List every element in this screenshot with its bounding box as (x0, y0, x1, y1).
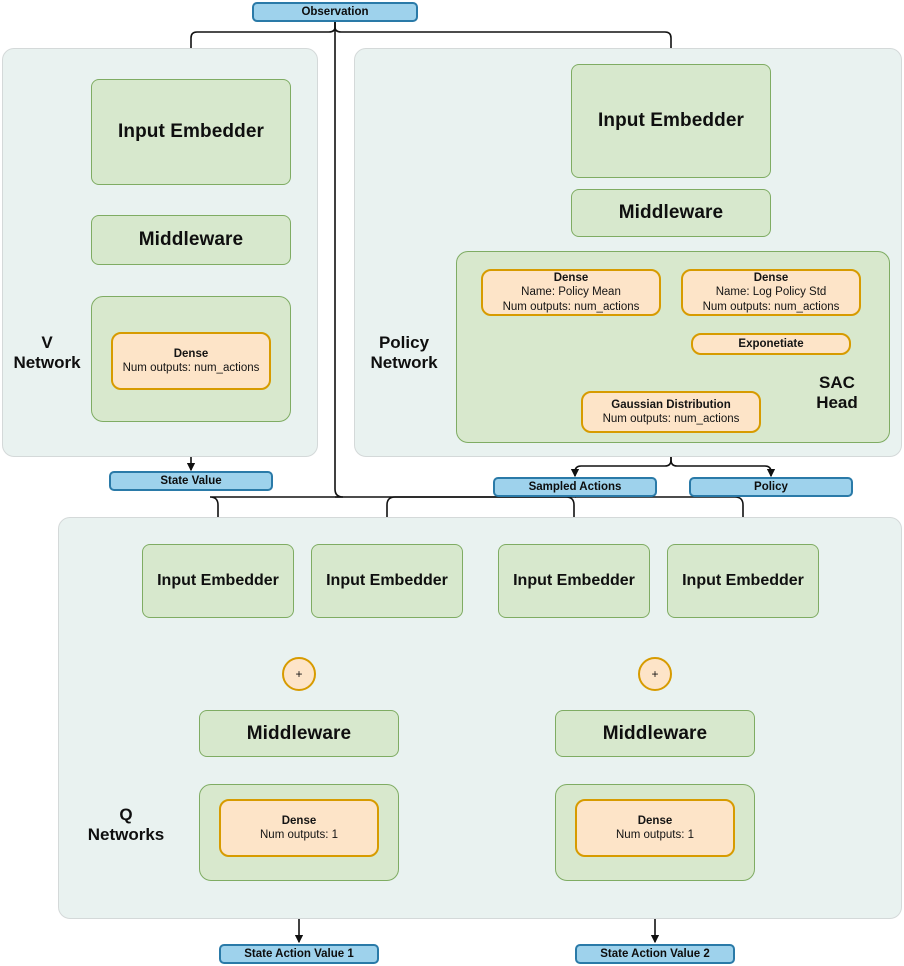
sac-head-label-line1: SAC (819, 373, 855, 392)
sac-head-label-line2: Head (816, 393, 858, 413)
exponetiate-label: Exponetiate (738, 337, 804, 350)
exponetiate-node[interactable]: Exponetiate (691, 333, 851, 355)
dense-policy-mean-title: Dense (553, 271, 589, 284)
sac-head-label: SAC Head (800, 373, 874, 413)
sampled-actions-node[interactable]: Sampled Actions (493, 477, 657, 497)
q2-middleware[interactable]: Middleware (555, 710, 755, 757)
q2-input-embedder-b[interactable]: Input Embedder (667, 544, 819, 618)
q1-dense-title: Dense (281, 814, 317, 827)
q1-input-embedder-b-label: Input Embedder (326, 572, 448, 589)
dense-log-policy-std-outputs: Num outputs: num_actions (702, 300, 840, 313)
q1-add-node[interactable]: + (282, 657, 316, 691)
policy-middleware[interactable]: Middleware (571, 189, 771, 237)
state-action-value-1-label: State Action Value 1 (244, 948, 354, 960)
v-middleware[interactable]: Middleware (91, 215, 291, 265)
q1-dense[interactable]: Dense Num outputs: 1 (219, 799, 379, 857)
v-network-group-label: V Network (8, 333, 86, 373)
gaussian-distribution-node[interactable]: Gaussian Distribution Num outputs: num_a… (581, 391, 761, 433)
v-input-embedder[interactable]: Input Embedder (91, 79, 291, 185)
policy-network-label-line1: Policy (378, 333, 430, 352)
q2-input-embedder-a-label: Input Embedder (513, 572, 635, 589)
observation-label: Observation (301, 6, 369, 18)
q2-dense-title: Dense (637, 814, 673, 827)
policy-node[interactable]: Policy (689, 477, 853, 497)
q2-add-label: + (651, 667, 659, 681)
dense-log-policy-std-title: Dense (753, 271, 789, 284)
policy-input-embedder[interactable]: Input Embedder (571, 64, 771, 178)
state-action-value-2-label: State Action Value 2 (600, 948, 710, 960)
q1-middleware-label: Middleware (246, 722, 352, 744)
state-value-node[interactable]: State Value (109, 471, 273, 491)
policy-input-embedder-label: Input Embedder (597, 110, 744, 131)
q1-input-embedder-a-label: Input Embedder (157, 572, 279, 589)
gaussian-distribution-outputs: Num outputs: num_actions (602, 413, 740, 425)
v-input-embedder-label: Input Embedder (117, 121, 264, 142)
v-middleware-label: Middleware (138, 229, 244, 250)
q-networks-label-line1: Q (119, 805, 133, 824)
gaussian-distribution-title: Gaussian Distribution (611, 398, 731, 411)
q-networks-label-line2: Networks (87, 825, 165, 845)
sampled-actions-label: Sampled Actions (528, 481, 622, 493)
policy-output-label: Policy (754, 481, 788, 493)
policy-network-label-line2: Network (370, 353, 438, 373)
q2-dense[interactable]: Dense Num outputs: 1 (575, 799, 735, 857)
dense-policy-mean[interactable]: Dense Name: Policy Mean Num outputs: num… (481, 269, 661, 316)
q1-input-embedder-b[interactable]: Input Embedder (311, 544, 463, 618)
dense-log-policy-std-name: Name: Log Policy Std (715, 286, 827, 299)
q2-add-node[interactable]: + (638, 657, 672, 691)
v-network-label-line2: Network (13, 353, 81, 373)
q1-add-label: + (295, 667, 303, 681)
dense-log-policy-std[interactable]: Dense Name: Log Policy Std Num outputs: … (681, 269, 861, 316)
dense-policy-mean-outputs: Num outputs: num_actions (502, 300, 640, 313)
v-dense-title: Dense (173, 347, 209, 360)
q-networks-group-label: Q Networks (70, 805, 182, 845)
q1-middleware[interactable]: Middleware (199, 710, 399, 757)
v-dense[interactable]: Dense Num outputs: num_actions (111, 332, 271, 390)
policy-network-group-label: Policy Network (360, 333, 448, 373)
q1-dense-outputs: Num outputs: 1 (260, 829, 338, 841)
q2-input-embedder-a[interactable]: Input Embedder (498, 544, 650, 618)
observation-node[interactable]: Observation (252, 2, 418, 22)
state-action-value-2-node[interactable]: State Action Value 2 (575, 944, 735, 964)
dense-policy-mean-name: Name: Policy Mean (521, 286, 621, 299)
q1-input-embedder-a[interactable]: Input Embedder (142, 544, 294, 618)
q2-dense-outputs: Num outputs: 1 (616, 829, 694, 841)
state-value-label: State Value (160, 475, 222, 487)
v-network-label-line1: V (41, 333, 53, 352)
q2-input-embedder-b-label: Input Embedder (682, 572, 804, 589)
v-dense-outputs: Num outputs: num_actions (122, 362, 260, 374)
state-action-value-1-node[interactable]: State Action Value 1 (219, 944, 379, 964)
policy-middleware-label: Middleware (618, 202, 724, 223)
q2-middleware-label: Middleware (602, 722, 708, 744)
